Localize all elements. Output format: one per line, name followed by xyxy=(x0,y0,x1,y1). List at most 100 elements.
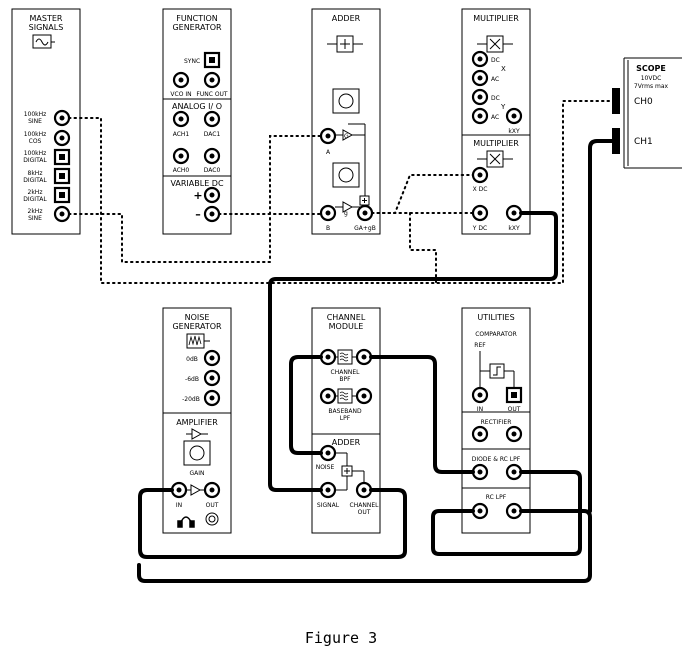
variable-dc-minus-label: – xyxy=(195,208,201,221)
multiplier-module: MULTIPLIER DC X AC DC Y AC kXY MULTIPLIE… xyxy=(461,8,531,235)
socket-dac1[interactable] xyxy=(203,110,221,128)
socket-channel-noise[interactable] xyxy=(319,444,337,462)
lead-2khz-sine-to-adder-a xyxy=(68,135,322,263)
socket-rc-lpf-out[interactable] xyxy=(505,502,523,520)
multiplier-symbol-icon xyxy=(477,35,513,53)
adder-out-label: GA+gB xyxy=(354,225,376,232)
adder-top-title: ADDER xyxy=(332,14,361,23)
socket-mult2-y-dc[interactable] xyxy=(471,204,489,222)
adder-a-label: A xyxy=(326,149,331,156)
socket-func-out[interactable] xyxy=(203,71,221,89)
label-100khz-sine-2: SINE xyxy=(28,118,42,125)
socket-variable-dc-minus[interactable] xyxy=(203,205,221,223)
socket-2khz-digital[interactable] xyxy=(53,186,71,204)
channel-adder-title: ADDER xyxy=(332,438,361,447)
lead-diode-lpf-out-to-rc-lpf-in xyxy=(431,470,582,556)
socket-diode-lpf-out[interactable] xyxy=(505,463,523,481)
mult1-y-ac-label: AC xyxy=(491,114,499,121)
socket-vco-in[interactable] xyxy=(172,71,190,89)
gain-knob-small-g-icon[interactable] xyxy=(332,162,360,188)
socket-100khz-cos[interactable] xyxy=(53,129,71,147)
socket-amp-out[interactable] xyxy=(203,481,221,499)
variable-dc-title: VARIABLE DC xyxy=(170,179,224,188)
mult1-x-dc-label: DC xyxy=(491,57,500,64)
gain-knob-icon[interactable] xyxy=(183,440,211,466)
noise-symbol-icon xyxy=(186,333,210,349)
scope-title: SCOPE xyxy=(636,64,666,73)
amp-in-label: IN xyxy=(176,502,182,509)
gain-label: GAIN xyxy=(189,470,204,477)
mult1-y-label: Y xyxy=(500,103,506,111)
baseband-lpf-label-1: BASEBAND xyxy=(328,408,362,415)
label-2khz-digital-2: DIGITAL xyxy=(23,196,47,203)
socket-variable-dc-plus[interactable] xyxy=(203,186,221,204)
channel-module: CHANNEL MODULE CHANNEL BPF BASEBAND LPF … xyxy=(311,307,381,534)
socket-channel-signal[interactable] xyxy=(319,481,337,499)
socket-noise-minus6db[interactable] xyxy=(203,369,221,387)
socket-mult1-y-ac[interactable] xyxy=(471,107,489,125)
socket-adder-out[interactable] xyxy=(356,204,374,222)
adder-symbol-icon xyxy=(327,35,363,53)
socket-rectifier-in[interactable] xyxy=(471,425,489,443)
socket-rc-lpf-in[interactable] xyxy=(471,502,489,520)
master-signals-module: MASTER SIGNALS 100kHz SINE 100kHz COS 10… xyxy=(11,8,81,235)
label-100khz-digital-2: DIGITAL xyxy=(23,157,47,164)
socket-8khz-digital[interactable] xyxy=(53,167,71,185)
socket-dac0[interactable] xyxy=(203,147,221,165)
headphone-jack-icon[interactable] xyxy=(205,512,219,526)
noise-0db-label: 0dB xyxy=(186,356,198,363)
socket-baseband-lpf-out[interactable] xyxy=(355,387,373,405)
function-generator-module: FUNCTION GENERATOR SYNC VCO IN FUNC OUT … xyxy=(162,8,232,235)
adder-internal-schematic xyxy=(335,123,370,213)
socket-mult2-x-dc[interactable] xyxy=(471,166,489,184)
socket-2khz-sine[interactable] xyxy=(53,205,71,223)
lead-bpf-out-to-diode-lpf xyxy=(369,355,475,474)
socket-ach0[interactable] xyxy=(172,147,190,165)
socket-mult2-kxy[interactable] xyxy=(505,204,523,222)
multiplier-2-symbol-icon xyxy=(477,150,513,168)
lead-mult-kxy-to-channel-signal xyxy=(268,211,558,492)
socket-rectifier-out[interactable] xyxy=(505,425,523,443)
socket-noise-0db[interactable] xyxy=(203,349,221,367)
socket-channel-bpf-out[interactable] xyxy=(355,348,373,366)
socket-adder-a[interactable] xyxy=(319,127,337,145)
channel-bpf-label-2: BPF xyxy=(339,376,351,383)
socket-noise-minus20db[interactable] xyxy=(203,389,221,407)
channel-module-title-1: CHANNEL xyxy=(327,313,366,322)
label-100khz-cos-1: 100kHz xyxy=(24,131,47,138)
socket-mult1-x-ac[interactable] xyxy=(471,69,489,87)
socket-mult1-x-dc[interactable] xyxy=(471,50,489,68)
lead-bpf-in-to-channel-noise xyxy=(289,355,323,455)
gain-knob-g-icon[interactable] xyxy=(332,88,360,114)
socket-channel-bpf-in[interactable] xyxy=(319,348,337,366)
multiplier-1-title: MULTIPLIER xyxy=(473,14,519,23)
baseband-lpf-label-2: LPF xyxy=(340,415,351,422)
socket-mult1-kxy[interactable] xyxy=(505,107,523,125)
func-out-label: FUNC OUT xyxy=(196,91,228,98)
comparator-ref-label: REF xyxy=(474,342,486,349)
socket-sync[interactable] xyxy=(203,51,221,69)
master-signals-title-1: MASTER xyxy=(30,14,63,23)
channel-bpf-label-1: CHANNEL xyxy=(331,369,361,376)
scope-ch0-label: CH0 xyxy=(634,97,653,107)
socket-comparator-out[interactable] xyxy=(505,386,523,404)
master-signals-title-2: SIGNALS xyxy=(29,23,64,32)
lead-to-scope-ch1 xyxy=(588,139,614,513)
noise-minus6db-label: -6dB xyxy=(185,376,199,383)
socket-comparator-in[interactable] xyxy=(471,386,489,404)
multiplier-2-title: MULTIPLIER xyxy=(473,139,519,148)
socket-mult1-y-dc[interactable] xyxy=(471,88,489,106)
label-100khz-cos-2: COS xyxy=(29,138,42,145)
socket-baseband-lpf-in[interactable] xyxy=(319,387,337,405)
socket-channel-out[interactable] xyxy=(355,481,373,499)
socket-100khz-digital[interactable] xyxy=(53,148,71,166)
label-2khz-sine-2: SINE xyxy=(28,215,42,222)
mult1-kxy-label: kXY xyxy=(508,128,520,135)
socket-adder-b[interactable] xyxy=(319,204,337,222)
socket-amp-in[interactable] xyxy=(170,481,188,499)
socket-100khz-sine[interactable] xyxy=(53,109,71,127)
socket-ach1[interactable] xyxy=(172,110,190,128)
socket-diode-lpf-in[interactable] xyxy=(471,463,489,481)
amplifier-title: AMPLIFIER xyxy=(176,418,218,427)
sine-wave-icon xyxy=(32,34,55,49)
